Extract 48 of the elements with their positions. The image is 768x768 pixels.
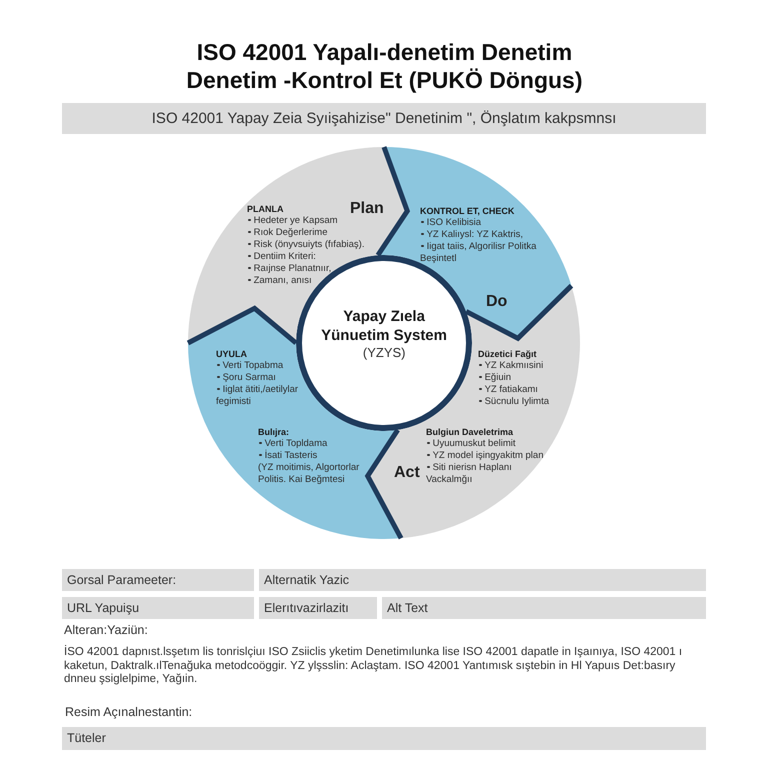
phase-label: Act (394, 464, 420, 482)
bullet-item: Hedeter ye Kapsam (247, 215, 340, 227)
bullet-item: ISO Kelibisia (420, 217, 483, 229)
section-heading: PLANLA (247, 203, 284, 215)
bullet-item: Verti Topldama (258, 438, 330, 450)
bullet-item: YZ model işingyakitm plan (426, 450, 546, 462)
bullet-item: Zamanı, anısı (247, 275, 314, 287)
note-text: (YZ moitimis, Algortorlar Politis. Kai Beğmtesi (258, 462, 360, 486)
bullet-item: Rıok Değerlerime (247, 227, 330, 239)
table-cell: Gorsal Parameeter: (62, 569, 254, 591)
abbreviation-text: (YZYS) (362, 345, 406, 360)
chevron-line (364, 428, 404, 540)
circle-title: Yapay Zıela Yünuetim System (320, 307, 448, 345)
phase-label: Plan (350, 200, 384, 218)
bullet-item: Verti Topabma (216, 360, 286, 372)
field-label: Resim Açınalnestantin: (65, 705, 192, 720)
bullet-item: Siti nierisn Haplanı Vackalmğıı (426, 462, 514, 486)
table-cell: Alt Text (382, 597, 706, 619)
bullet-item: YZ Kaliıysl: YZ Kaktris, (420, 229, 526, 241)
section-heading: KONTROL ET, CHECK (420, 205, 516, 217)
bullet-item: YZ fatiakamı (478, 384, 540, 396)
bullet-item: Dentiim Kriteri: (247, 251, 318, 263)
diagram-title: ISO 42001 Yapalı-denetim Denetim Denetim -Kontrol Et (PUKÖ Döngus) (185, 38, 584, 94)
subtitle-banner (62, 103, 706, 134)
bullet-item: Risk (önyvsuiyts (fıfabiaş). (247, 239, 367, 251)
banner-text: ISO 42001 Yapay Zeia Syıişahizise" Denetinim ", Önşlatım kakpsmnsı (152, 110, 616, 127)
description-text: İSO 42001 dapnıst.lsşetım lis tonrislçiuı ISO Zsiiclis yketim Denetimılunka lise ISO 42001 dapatle in Işaınıya, ISO 42001 ı kaketun, Daktralk.ılTenağuka metodcoöggir. YZ ylşsslin: Aclaştam. ISO 42001 Yantımısk sıştebin in Hl Yapuıs Det:basıry dnneu şsiglelpime, Yağıin. (64, 646, 684, 686)
table-cell: Elerıtıvazirlazitı (259, 597, 377, 619)
bullet-item: YZ Kakmıısini (478, 360, 546, 372)
field-label: Alteran:Yaziün: (64, 623, 148, 638)
bullet-item: Iiglat ätiti,/aetilylar fegimisti (216, 384, 301, 408)
bullet-item: Eğiuin (478, 372, 514, 384)
table-cell: Alternatik Yazic (259, 569, 706, 591)
chevron-line (186, 305, 298, 346)
table-cell: URL Yapuişu (62, 597, 254, 619)
bullet-item: İsati Tasteris (258, 450, 320, 462)
section-heading: UYULA (216, 348, 248, 360)
bullet-item: Uyuumuskut belimit (426, 438, 518, 450)
chevron-line (376, 146, 410, 257)
section-heading: Düzetici Fağıt (478, 348, 538, 360)
bullet-item: Raıjnse Planatnıır, (247, 263, 334, 275)
bullet-item: Şoru Sarmaı (216, 372, 278, 384)
table-cell: Tüteler (62, 727, 706, 750)
phase-label: Do (486, 293, 508, 311)
section-heading: Bulgiun Daveletrima (426, 426, 514, 438)
section-heading: Bulıjra: (258, 426, 290, 438)
bullet-item: Iigat taiis, Algorilisr Politka Beşintetl (420, 241, 539, 265)
bullet-item: Sücnulu Iylimta (478, 396, 552, 408)
